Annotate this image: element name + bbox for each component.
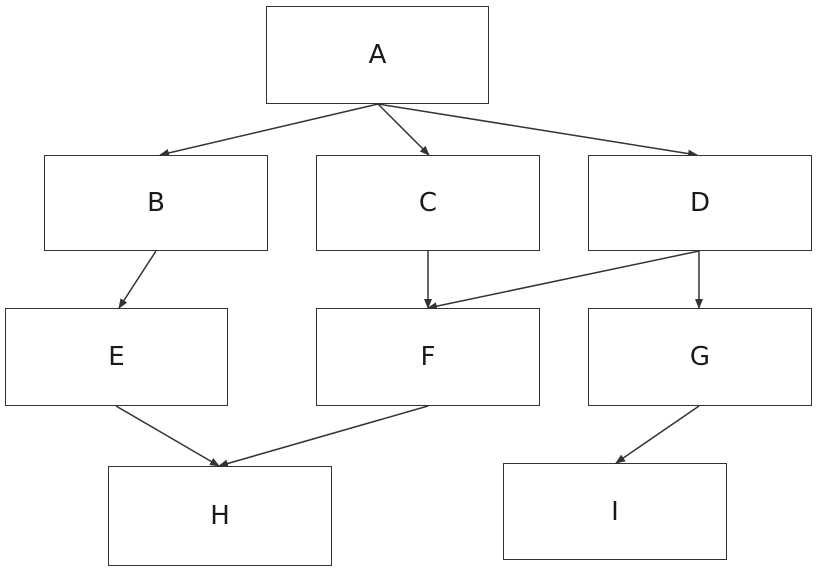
node-a: A: [266, 6, 489, 104]
edge-g-to-i: [615, 405, 700, 464]
edge-f-to-h: [218, 405, 429, 468]
node-d-label: D: [689, 188, 711, 218]
node-i: I: [503, 463, 727, 560]
node-a-label: A: [368, 40, 387, 70]
node-e: E: [5, 308, 228, 406]
node-f-label: F: [420, 342, 436, 372]
node-c: C: [316, 155, 540, 251]
node-g-label: G: [689, 342, 711, 372]
node-h-label: H: [210, 501, 230, 531]
node-e-label: E: [108, 342, 125, 372]
edge-a-to-b: [159, 103, 379, 157]
edge-a-to-c: [377, 103, 430, 156]
node-b: B: [44, 155, 268, 251]
node-d: D: [588, 155, 812, 251]
edge-d-to-f: [427, 250, 700, 311]
node-c-label: C: [418, 188, 438, 218]
node-i-label: I: [611, 496, 619, 527]
node-h: H: [108, 466, 332, 566]
edge-e-to-h: [115, 405, 220, 467]
edge-a-to-d: [377, 103, 698, 158]
node-b-label: B: [147, 188, 165, 218]
node-f: F: [316, 308, 540, 406]
node-g: G: [588, 308, 812, 406]
edge-b-to-e: [118, 250, 157, 309]
